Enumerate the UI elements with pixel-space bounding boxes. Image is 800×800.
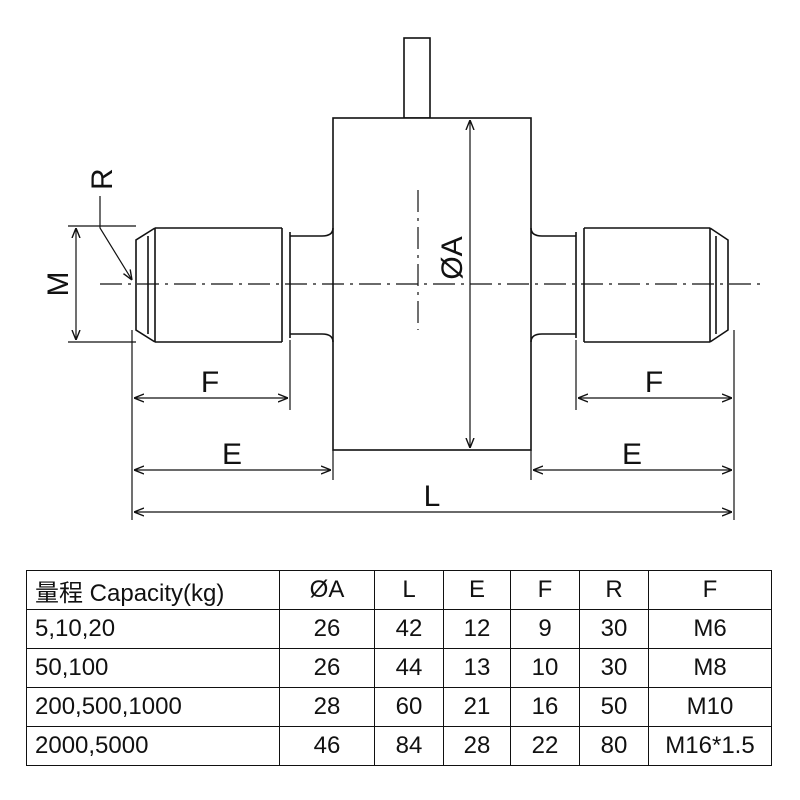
top-pin (403, 37, 431, 119)
cell-thread-f: M8 (648, 648, 772, 688)
label-M: M (42, 272, 75, 297)
cell-e: 12 (443, 609, 511, 649)
label-E-right: E (622, 438, 642, 471)
table-row: 5,10,20 26 42 12 9 30 M6 (26, 609, 772, 649)
label-E-left: E (222, 438, 242, 471)
header-r: R (579, 570, 649, 610)
cell-diameter-a: 26 (279, 648, 375, 688)
cell-r: 30 (579, 609, 649, 649)
cell-thread-f: M6 (648, 609, 772, 649)
right-thread (575, 227, 729, 343)
cell-l: 84 (374, 726, 444, 766)
label-F-right: F (645, 366, 663, 399)
cell-diameter-a: 46 (279, 726, 375, 766)
table-header-row: 量程 Capacity(kg) ØA L E F R F (26, 570, 772, 610)
cell-e: 21 (443, 687, 511, 727)
cell-f: 16 (510, 687, 580, 727)
left-neck (290, 227, 334, 343)
cell-capacity: 2000,5000 (26, 726, 280, 766)
spec-table: 量程 Capacity(kg) ØA L E F R F 5,10,20 26 … (26, 570, 772, 766)
part-outline (135, 37, 729, 451)
right-neck (530, 227, 576, 343)
cell-r: 50 (579, 687, 649, 727)
header-diameter-a: ØA (279, 570, 375, 610)
cell-thread-f: M16*1.5 (648, 726, 772, 766)
cell-capacity: 5,10,20 (26, 609, 280, 649)
cell-f: 9 (510, 609, 580, 649)
center-lines (100, 190, 760, 330)
table-row: 200,500,1000 28 60 21 16 50 M10 (26, 687, 772, 727)
cell-thread-f: M10 (648, 687, 772, 727)
cell-diameter-a: 28 (279, 687, 375, 727)
cell-diameter-a: 26 (279, 609, 375, 649)
cell-capacity: 50,100 (26, 648, 280, 688)
cell-f: 10 (510, 648, 580, 688)
header-f: F (510, 570, 580, 610)
table-row: 50,100 26 44 13 10 30 M8 (26, 648, 772, 688)
load-cell-technical-drawing: R M F F E E L ØA (42, 37, 760, 520)
label-A: ØA (436, 236, 469, 279)
header-thread-f: F (648, 570, 772, 610)
cell-r: 80 (579, 726, 649, 766)
left-thread (135, 227, 291, 343)
label-L: L (424, 480, 441, 513)
cell-capacity: 200,500,1000 (26, 687, 280, 727)
cell-e: 28 (443, 726, 511, 766)
cell-l: 60 (374, 687, 444, 727)
cell-l: 44 (374, 648, 444, 688)
table-row: 2000,5000 46 84 28 22 80 M16*1.5 (26, 726, 772, 766)
header-capacity: 量程 Capacity(kg) (26, 570, 280, 610)
label-F-left: F (201, 366, 219, 399)
cell-f: 22 (510, 726, 580, 766)
cell-r: 30 (579, 648, 649, 688)
dimension-lines (68, 120, 735, 520)
header-e: E (443, 570, 511, 610)
label-R: R (86, 168, 119, 190)
header-l: L (374, 570, 444, 610)
cell-e: 13 (443, 648, 511, 688)
cell-l: 42 (374, 609, 444, 649)
